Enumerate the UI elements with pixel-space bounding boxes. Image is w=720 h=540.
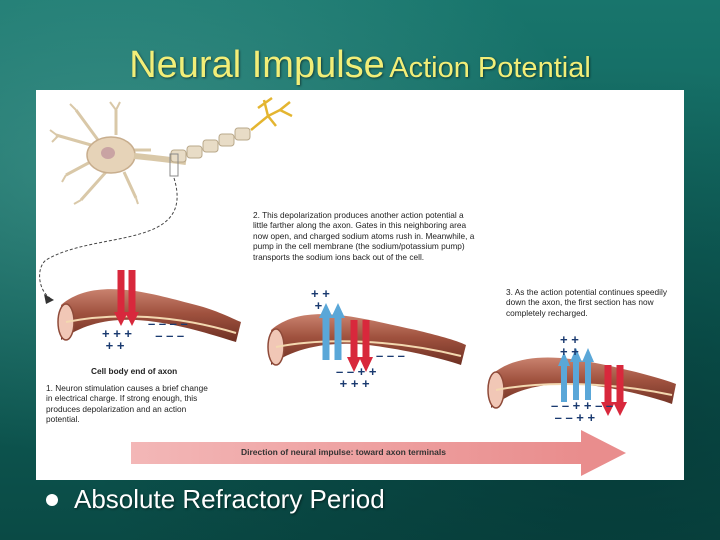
axon-segment-2 [267,303,466,372]
caption-step-2: 2. This depolarization produces another … [253,210,475,262]
bullet-dot-icon [46,494,58,506]
ion-signs-1b: – – – – – – – [148,316,188,343]
ion-signs-2b: – – + + + + + [336,364,377,391]
caption-step-3: 3. As the action potential continues spe… [506,287,667,318]
ion-signs-2a: + + + [311,286,330,313]
zoom-connector [39,177,178,299]
axon-segment-1 [57,270,241,342]
ion-signs-2c: – – – [376,348,405,363]
direction-label: Direction of neural impulse: toward axon… [241,447,446,457]
neuron-cell [49,96,293,205]
ion-signs-3a: + ++ + [560,332,579,359]
ion-signs-3b: – – + + – – – – + + [551,398,614,425]
zoom-arrowhead-icon [44,294,54,304]
action-potential-figure: + + + + + – – – – – – – + + + – – + + + … [36,90,684,480]
bullet-text: Absolute Refractory Period [74,484,385,514]
title-main: Neural Impulse [129,44,385,86]
figure-illustration [39,96,676,476]
ion-signs-1: + + + + + [102,326,132,353]
direction-arrow [131,430,626,476]
title-sub: Action Potential [389,52,591,84]
axon-segment-3 [487,348,676,416]
cell-body-label: Cell body end of axon [91,366,178,376]
caption-step-1: 1. Neuron stimulation causes a brief cha… [46,383,208,425]
slide-title: Neural Impulse Action Potential [0,44,720,87]
